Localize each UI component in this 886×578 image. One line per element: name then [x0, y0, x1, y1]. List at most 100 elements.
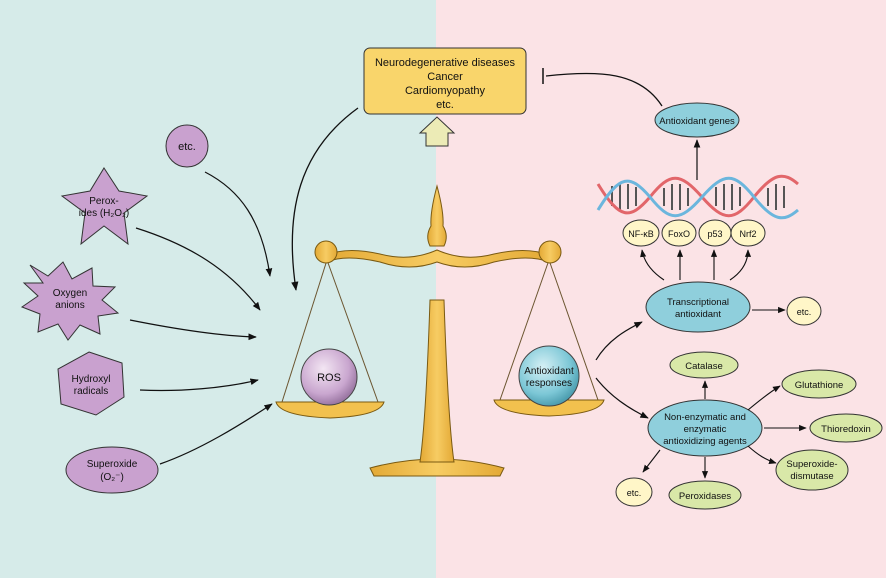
sphere-to-transcriptional-arrow — [595, 321, 643, 361]
right-pan — [493, 399, 605, 417]
sphere-to-enzymatic-arrow — [595, 377, 649, 419]
enzymatic-etc-ellipse — [615, 477, 653, 507]
left-pan-string-left — [281, 259, 328, 403]
ros-disease-curve-arrow — [291, 107, 359, 291]
star-shape — [60, 167, 149, 246]
balance-scale: ROS Antioxidant responses — [275, 184, 605, 477]
etc-to-ros-arrow — [204, 171, 273, 277]
inhibition-curve — [545, 72, 663, 107]
enzymatic-label-2: enzymatic — [684, 424, 727, 435]
superoxide-to-ros-arrow — [159, 403, 273, 465]
to-enzymatic-etc-arrow — [642, 449, 661, 473]
left-pan — [275, 401, 385, 419]
to-glutathione-arrow — [747, 385, 781, 411]
disease-line-4: etc. — [436, 99, 454, 111]
enzymatic-label-1: Non-enzymatic and — [664, 412, 746, 423]
antioxidant-genes-ellipse — [654, 102, 740, 138]
ros-source-etc: etc. — [165, 124, 209, 168]
ros-source-oxygen-anions: Oxygen anions — [20, 261, 120, 341]
left-pan-string-right — [326, 259, 379, 403]
enzymatic-etc-label: etc. — [627, 488, 642, 498]
peroxidases-node: Peroxidases — [668, 480, 742, 510]
enzymatic-label-3: antioxidizing agents — [663, 436, 747, 447]
ros-source-superoxide: Superoxide (O₂⁻) — [65, 446, 159, 494]
enzymatic-etc-node: etc. — [615, 477, 653, 507]
thioredoxin-node: Thioredoxin — [809, 413, 883, 443]
catalase-label: Catalase — [685, 361, 723, 372]
disease-line-1: Neurodegenerative diseases — [375, 57, 516, 69]
catalase-node: Catalase — [669, 351, 739, 379]
hydroxyl-to-ros-arrow — [139, 378, 259, 392]
peroxidases-ellipse — [668, 480, 742, 510]
ros-source-hydroxyl: Hydroxyl radicals — [57, 351, 125, 416]
arrow-to-nfkb — [640, 249, 665, 281]
to-sod-arrow — [747, 445, 777, 464]
ros-sphere — [300, 348, 358, 406]
tf-foxo-ellipse — [661, 219, 697, 247]
sod-label-1: Superoxide- — [786, 459, 837, 470]
thioredoxin-ellipse — [809, 413, 883, 443]
tf-nfkb-label: NF-κB — [628, 229, 654, 239]
tf-nrf2-label: Nrf2 — [739, 229, 756, 239]
tf-nrf2-ellipse — [730, 219, 766, 247]
transcription-factors: NF-κB FoxO p53 Nrf2 — [622, 219, 766, 247]
antioxidant-sphere — [518, 345, 580, 407]
left-beam-knob — [314, 240, 338, 264]
scale-pillar — [419, 299, 455, 463]
catalase-ellipse — [669, 351, 739, 379]
transcriptional-label-2: antioxidant — [675, 309, 721, 320]
hexagon-shape — [57, 351, 125, 416]
dna-base-pairs — [611, 183, 785, 210]
antioxidant-sphere-label-2: responses — [526, 378, 572, 389]
glutathione-ellipse — [781, 369, 857, 399]
ros-source-peroxides: Perox- ides (H₂O₂) — [60, 167, 149, 246]
antioxidant-genes-label: Antioxidant genes — [659, 116, 735, 127]
transcriptional-etc-ellipse — [786, 296, 822, 326]
hydroxyl-label-2: radicals — [74, 386, 108, 397]
hydroxyl-label-1: Hydroxyl — [72, 374, 111, 385]
peroxides-to-ros-arrow — [135, 227, 261, 311]
enzymatic-antioxidant-node: Non-enzymatic and enzymatic antioxidizin… — [647, 399, 763, 457]
right-pan-string-right — [548, 259, 599, 401]
etc-circle — [165, 124, 209, 168]
superoxide-label-2: (O₂⁻) — [100, 472, 124, 483]
transcriptional-ellipse — [645, 281, 751, 333]
peroxides-label-2: ides (H₂O₂) — [79, 208, 130, 219]
enzymatic-ellipse — [647, 399, 763, 457]
oxygen-label-1: Oxygen — [53, 288, 87, 299]
right-beam-knob — [538, 240, 562, 264]
transcriptional-etc-node: etc. — [786, 296, 822, 326]
glutathione-node: Glutathione — [781, 369, 857, 399]
oxygen-burst-shape — [20, 261, 120, 341]
peroxidases-label: Peroxidases — [679, 491, 732, 502]
disease-line-2: Cancer — [427, 71, 463, 83]
sod-ellipse — [775, 449, 849, 491]
ros-label: ROS — [317, 372, 341, 384]
transcriptional-etc-label: etc. — [797, 307, 812, 317]
superoxide-label-1: Superoxide — [87, 459, 138, 470]
oxygen-label-2: anions — [55, 300, 84, 311]
antioxidant-genes-node: Antioxidant genes — [654, 102, 740, 138]
disease-box: Neurodegenerative diseases Cancer Cardio… — [363, 47, 527, 115]
glutathione-label: Glutathione — [795, 380, 844, 391]
antioxidant-sphere-label-1: Antioxidant — [524, 366, 574, 377]
oxygen-to-ros-arrow — [129, 319, 257, 341]
sod-node: Superoxide- dismutase — [775, 449, 849, 491]
sod-label-2: dismutase — [790, 471, 833, 482]
peroxides-label-1: Perox- — [89, 196, 118, 207]
etc-label: etc. — [178, 141, 196, 153]
dna-strand-blue — [596, 176, 799, 220]
superoxide-ellipse — [65, 446, 159, 494]
transcriptional-antioxidant-node: Transcriptional antioxidant — [645, 281, 751, 333]
transcriptional-label-1: Transcriptional — [667, 297, 729, 308]
thioredoxin-label: Thioredoxin — [821, 424, 871, 435]
right-pan-string-left — [499, 259, 550, 401]
imbalance-up-arrow — [418, 116, 456, 147]
arrow-to-nrf2 — [729, 249, 752, 281]
tf-nfkb-ellipse — [622, 219, 660, 247]
scale-finial — [427, 184, 447, 247]
disease-line-3: Cardiomyopathy — [405, 85, 486, 97]
dna-helix — [596, 174, 799, 220]
